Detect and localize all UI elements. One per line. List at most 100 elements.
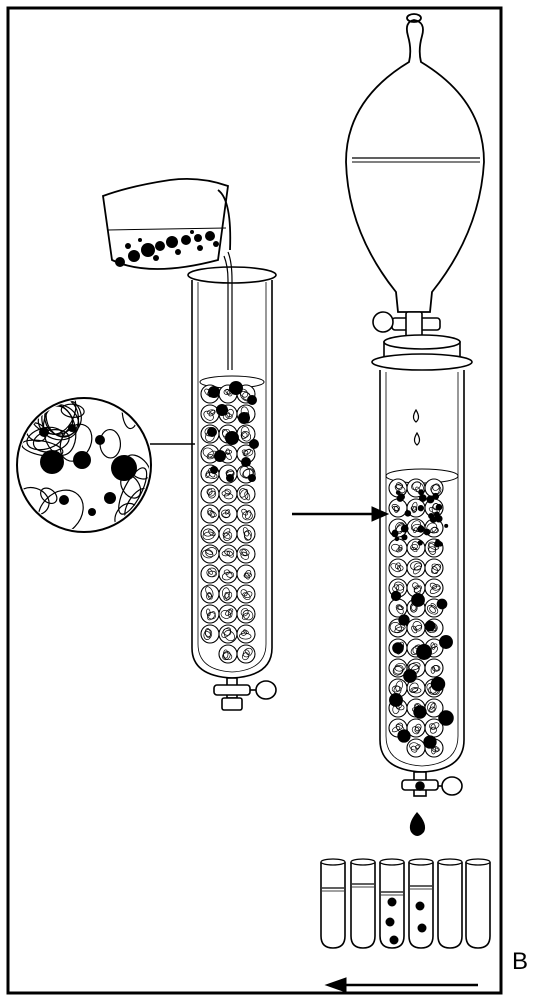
left-column-gel-bed [201, 381, 259, 663]
test-tube [321, 859, 345, 948]
beaker-solute [181, 235, 191, 245]
eluted-molecule [390, 936, 399, 945]
solute-molecule [249, 439, 259, 449]
gel-bead [407, 739, 425, 757]
gel-bead [237, 565, 255, 583]
inset-solute [73, 451, 91, 469]
small-molecule [411, 593, 425, 607]
beaker-solute [205, 231, 215, 241]
inset-solute [59, 495, 69, 505]
solute-molecule [214, 450, 226, 462]
large-molecule [401, 525, 409, 533]
gel-bead [219, 545, 237, 563]
large-molecule [395, 537, 400, 542]
gel-bead [219, 505, 237, 523]
large-molecule [418, 540, 423, 545]
beaker-solute [175, 249, 181, 255]
solute-molecule [248, 474, 256, 482]
beaker-solute [128, 250, 140, 262]
collection-direction-arrow [326, 978, 478, 992]
large-molecule [417, 526, 424, 533]
large-molecule [419, 494, 427, 502]
beaker-solute [125, 243, 131, 249]
test-tube [351, 859, 375, 948]
small-molecule [437, 599, 448, 610]
eluted-molecule [418, 924, 427, 933]
beaker-solute [153, 255, 159, 261]
small-molecule [438, 710, 454, 726]
small-molecule [392, 642, 404, 654]
right-column-gel-bed [389, 479, 454, 757]
beaker-solute [190, 230, 194, 234]
test-tube [409, 859, 433, 948]
pouring-beaker [103, 179, 230, 269]
inset-solute [88, 508, 96, 516]
magnified-bead-inset [13, 385, 195, 545]
small-molecule [391, 591, 401, 601]
solute-molecule [225, 431, 239, 445]
solute-molecule [238, 412, 250, 424]
process-arrow-right [292, 507, 388, 521]
separatory-funnel [346, 14, 484, 340]
solute-molecule [247, 395, 257, 405]
large-molecule [398, 493, 405, 500]
small-molecule [425, 621, 436, 632]
eluted-molecule [416, 902, 425, 911]
large-molecule [401, 534, 407, 540]
beaker-solute [115, 257, 125, 267]
beaker-solute [166, 236, 178, 248]
eluate-drop [410, 812, 425, 836]
inset-solute [68, 424, 76, 432]
large-molecule [444, 524, 448, 528]
test-tube [380, 859, 404, 948]
beaker-solute [155, 241, 165, 251]
small-molecule [389, 693, 403, 707]
eluted-molecule [386, 918, 395, 927]
beaker-solute [213, 241, 219, 247]
eluent-drops [414, 410, 420, 445]
large-molecule [424, 529, 431, 536]
small-molecule [439, 635, 453, 649]
beaker-solute [194, 234, 202, 242]
inset-solute [39, 427, 49, 437]
funnel-stopcock[interactable] [373, 312, 440, 338]
gel-bead [237, 545, 255, 563]
small-molecule [398, 614, 409, 625]
left-stopcock[interactable] [214, 678, 276, 710]
inset-solute [111, 455, 137, 481]
small-molecule [431, 677, 445, 691]
fraction-collector-tubes [321, 859, 490, 948]
large-molecule [435, 515, 443, 523]
test-tube [466, 859, 490, 948]
beaker-solute [197, 245, 203, 251]
small-molecule [403, 669, 417, 683]
beaker-solute [141, 243, 155, 257]
large-molecule [418, 505, 424, 511]
large-molecule [418, 489, 424, 495]
solute-molecule [241, 457, 251, 467]
test-tube [438, 859, 462, 948]
large-molecule [435, 539, 439, 543]
solute-molecule [210, 466, 218, 474]
large-molecule [405, 510, 412, 517]
inset-solute [95, 435, 105, 445]
solute-molecule [216, 404, 228, 416]
large-molecule [391, 530, 398, 537]
solute-molecule [208, 386, 220, 398]
beaker-solute [138, 238, 142, 242]
small-molecule [397, 729, 410, 742]
inset-solute [104, 492, 116, 504]
solute-molecule [207, 427, 217, 437]
small-molecule [423, 735, 436, 748]
eluted-molecule [388, 898, 397, 907]
right-stopcock[interactable] [402, 772, 462, 796]
gel-bead [237, 645, 255, 663]
large-molecule [432, 493, 439, 500]
solute-molecule [229, 381, 243, 395]
large-molecule [436, 504, 443, 511]
inset-solute [40, 450, 64, 474]
large-molecule [428, 513, 434, 519]
panel-label: B [512, 950, 528, 974]
solute-molecule [226, 474, 234, 482]
